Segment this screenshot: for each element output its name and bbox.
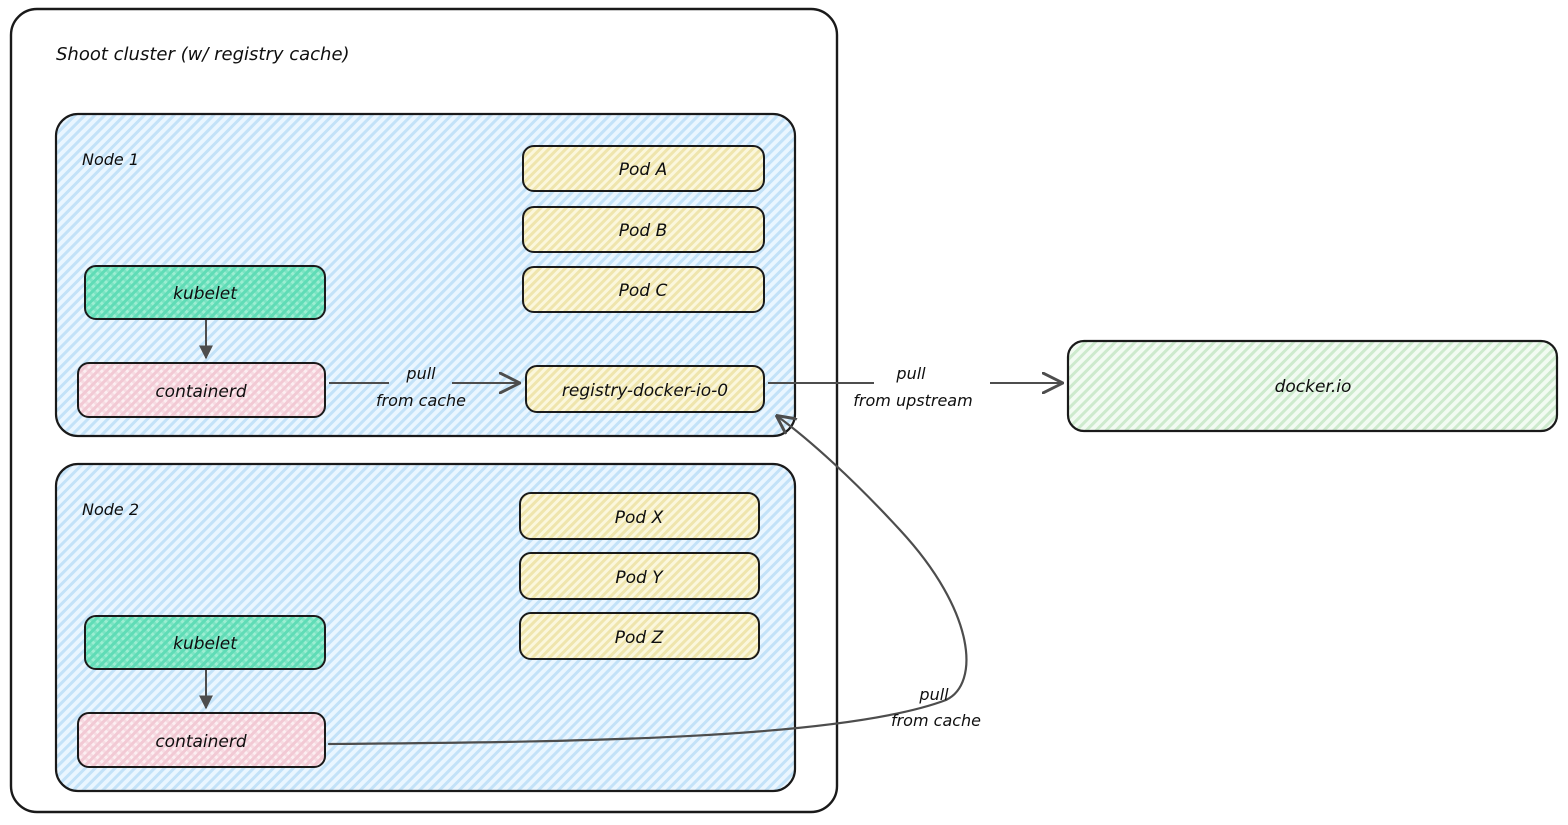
edge-containerd1-cache-group: pull from cache bbox=[329, 364, 519, 410]
edge-containerd2-cache-label-line2: from cache bbox=[891, 711, 981, 730]
docker-io-box[interactable] bbox=[1066, 339, 1559, 433]
edge-containerd2-cache-group: pull from cache bbox=[327, 416, 981, 746]
pod-y-label: Pod Y bbox=[615, 568, 664, 588]
edge-cache-upstream-label-line1: pull bbox=[895, 364, 926, 383]
node-2-label: Node 2 bbox=[82, 500, 139, 519]
pod-y-group[interactable]: Pod Y bbox=[519, 552, 760, 600]
kubelet-1-label: kubelet bbox=[173, 284, 238, 304]
registry-cache-pod-group[interactable]: registry-docker-io-0 bbox=[525, 365, 765, 413]
edge-containerd2-cache-label-line1: pull bbox=[918, 685, 949, 704]
edge-cache-upstream-label-line2: from upstream bbox=[853, 391, 972, 410]
kubelet-1-group[interactable]: kubelet bbox=[84, 265, 326, 320]
pod-y-box[interactable] bbox=[519, 552, 760, 600]
containerd-2-group[interactable]: containerd bbox=[77, 712, 326, 768]
edge-containerd1-cache-label-line2: from cache bbox=[376, 391, 466, 410]
edge-containerd2-cache-curve bbox=[327, 416, 968, 746]
pod-c-box[interactable] bbox=[522, 266, 765, 313]
docker-io-group[interactable]: docker.io bbox=[1066, 339, 1559, 433]
node-2-group[interactable]: Node 2 kubelet containerd Pod X Pod Y Po… bbox=[54, 462, 797, 793]
kubelet-2-box[interactable] bbox=[84, 615, 326, 670]
pod-z-label: Pod Z bbox=[615, 628, 664, 648]
kubelet-2-group[interactable]: kubelet bbox=[84, 615, 326, 670]
pod-c-group[interactable]: Pod C bbox=[522, 266, 765, 313]
containerd-2-label: containerd bbox=[155, 732, 247, 752]
pod-a-group[interactable]: Pod A bbox=[522, 145, 765, 192]
docker-io-label: docker.io bbox=[1275, 377, 1352, 397]
kubelet-1-box[interactable] bbox=[84, 265, 326, 320]
pod-b-group[interactable]: Pod B bbox=[522, 206, 765, 253]
pod-x-box[interactable] bbox=[519, 492, 760, 540]
pod-a-box[interactable] bbox=[522, 145, 765, 192]
shoot-cluster-title: Shoot cluster (w/ registry cache) bbox=[56, 44, 350, 65]
registry-cache-box[interactable] bbox=[525, 365, 765, 413]
containerd-2-box[interactable] bbox=[77, 712, 326, 768]
containerd-1-box[interactable] bbox=[77, 362, 326, 418]
node-2-box[interactable] bbox=[54, 462, 797, 793]
kubelet-2-label: kubelet bbox=[173, 634, 238, 654]
pod-b-label: Pod B bbox=[619, 221, 668, 241]
edge-cache-upstream-group: pull from upstream bbox=[768, 364, 1062, 410]
pod-b-box[interactable] bbox=[522, 206, 765, 253]
node-1-label: Node 1 bbox=[82, 150, 139, 169]
node-1-group[interactable]: Node 1 kubelet containerd Pod A Pod B Po… bbox=[54, 112, 797, 438]
pod-z-group[interactable]: Pod Z bbox=[519, 612, 760, 660]
pod-x-label: Pod X bbox=[615, 508, 664, 528]
registry-cache-label: registry-docker-io-0 bbox=[562, 381, 728, 401]
containerd-1-group[interactable]: containerd bbox=[77, 362, 326, 418]
containerd-1-label: containerd bbox=[155, 382, 247, 402]
pod-x-group[interactable]: Pod X bbox=[519, 492, 760, 540]
pod-a-label: Pod A bbox=[619, 160, 667, 180]
pod-z-box[interactable] bbox=[519, 612, 760, 660]
edge-containerd1-cache-label-line1: pull bbox=[405, 364, 436, 383]
pod-c-label: Pod C bbox=[619, 281, 668, 301]
node-1-box[interactable] bbox=[54, 112, 797, 438]
